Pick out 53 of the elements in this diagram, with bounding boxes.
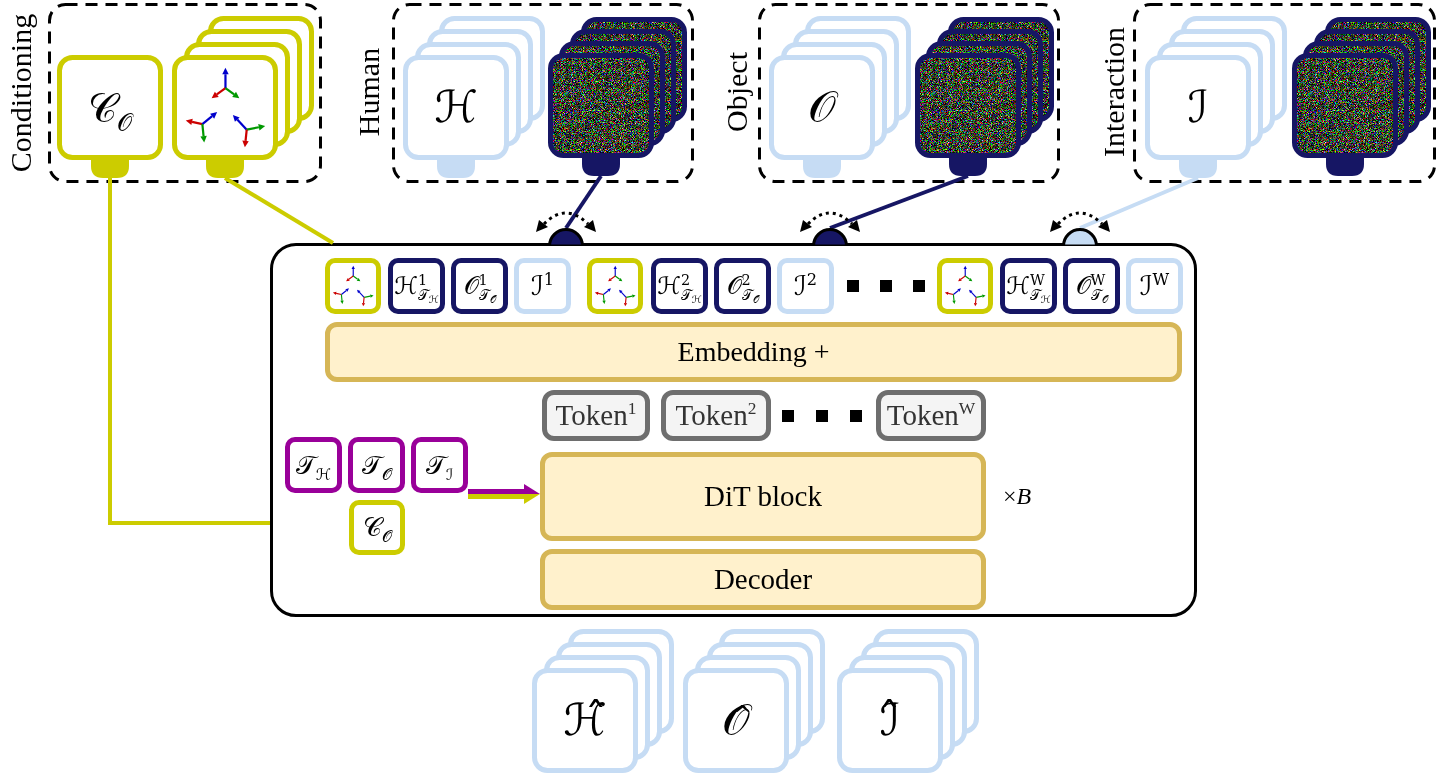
math-symbol: ℐ <box>1187 83 1209 132</box>
math-symbol: 𝒯$_{𝒪}$ <box>361 450 392 480</box>
token-box <box>876 390 986 441</box>
token-tile <box>514 258 571 314</box>
arrow <box>468 484 540 494</box>
math-symbol: ℐ$^{1}$ <box>531 271 554 301</box>
decoder-block <box>540 549 986 610</box>
model-panel <box>270 243 1197 617</box>
condition-tile <box>285 437 342 493</box>
token-label: Token$^{2}$ <box>675 399 757 432</box>
block-label: Embedding + <box>677 336 830 368</box>
condition-tile <box>411 437 468 493</box>
math-symbol: ℐ$^{W}$ <box>1139 271 1170 301</box>
token-box <box>661 390 771 441</box>
embedding-bar <box>325 322 1182 382</box>
token-tile <box>1000 258 1057 314</box>
token-label: Token$^{1}$ <box>555 399 637 432</box>
connector-line <box>1079 176 1199 230</box>
token-tile <box>1126 258 1183 314</box>
group-title: Interaction <box>1099 27 1129 157</box>
math-symbol: ℐ̂ <box>879 696 901 745</box>
dit-block <box>540 452 986 541</box>
connector-line <box>564 174 603 230</box>
math-symbol: 𝒯$_{ℐ}$ <box>425 450 454 480</box>
condition-tile <box>348 437 405 493</box>
token-label: Token$^{W}$ <box>886 399 976 432</box>
math-symbol: 𝒞$_{𝒪}$ <box>88 85 132 130</box>
condition-tile <box>349 500 405 555</box>
token-tile <box>651 258 708 314</box>
math-symbol: 𝒯$_{ℋ}$ <box>295 450 332 480</box>
token-tile <box>714 258 771 314</box>
token-tile <box>388 258 445 314</box>
math-symbol: ℋ̂ <box>563 696 607 745</box>
math-symbol: ℋ <box>434 83 478 132</box>
repeat-count: ×B <box>1002 482 1032 510</box>
math-symbol: ℐ$^{2}$ <box>794 271 817 301</box>
token-tile <box>451 258 508 314</box>
arrow <box>468 494 540 504</box>
block-label: Decoder <box>713 563 813 596</box>
token-tile <box>1063 258 1120 314</box>
group-title: Human <box>354 47 384 137</box>
block-label: DiT block <box>704 480 822 513</box>
math-symbol: 𝒞$_{𝒪}$ <box>362 513 392 542</box>
connector-line <box>108 178 270 525</box>
pose-tile <box>325 258 381 314</box>
pose-tile <box>587 258 643 314</box>
token-box <box>542 390 650 441</box>
pose-tile <box>937 258 993 314</box>
connector-line <box>829 174 969 230</box>
token-tile <box>777 258 834 314</box>
group-title: Object <box>722 52 752 132</box>
connector-line <box>223 176 335 245</box>
group-title: Conditioning <box>6 13 36 173</box>
